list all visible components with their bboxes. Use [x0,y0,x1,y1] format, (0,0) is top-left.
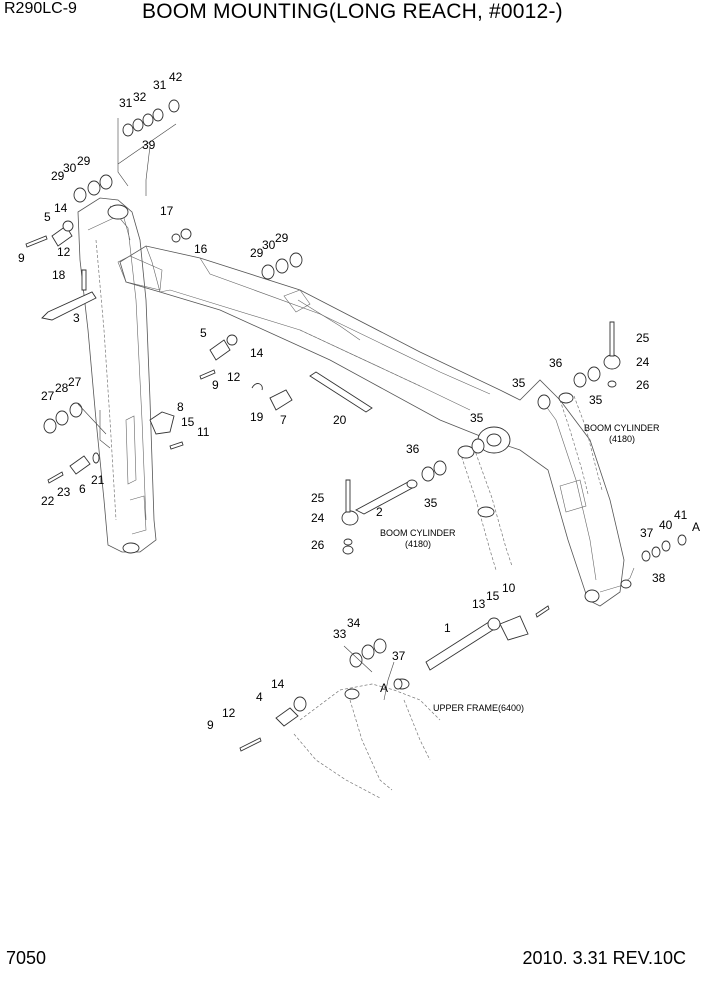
page-title: BOOM MOUNTING(LONG REACH, #0012-) [142,0,563,23]
callout: 25 [311,491,325,505]
callout-numbers: 31 32 31 42 39 29 30 29 5 14 9 12 18 3 1… [18,70,688,732]
callout: 16 [194,242,208,256]
callout: 30 [262,238,276,252]
callout: 25 [636,331,650,345]
callout: 31 [153,78,167,92]
callout: 29 [250,246,264,260]
callout: 5 [200,326,207,340]
callout: 5 [44,210,51,224]
model-label: R290LC-9 [4,0,77,17]
callout: 37 [640,526,654,540]
callout: 14 [271,677,285,691]
upper-frame [293,678,441,799]
callout: 35 [589,393,603,407]
diagram-notes: BOOM CYLINDER (4180) BOOM CYLINDER (4180… [380,423,700,713]
callout: 3 [73,311,80,325]
callout: 31 [119,96,133,110]
callout: 34 [347,616,361,630]
callout: 10 [502,581,516,595]
note-boom-cylinder-right-code: (4180) [609,434,635,444]
callout: 1 [444,621,451,635]
boom-cylinder-center [457,445,513,571]
callout: 26 [636,378,650,392]
callout: 14 [250,346,264,360]
note-boom-cylinder-center: BOOM CYLINDER [380,528,456,538]
pins [41,225,529,727]
callout: 17 [160,204,174,218]
callout: 6 [79,482,86,496]
note-boom-cylinder-right: BOOM CYLINDER [584,423,660,433]
callout: 35 [470,411,484,425]
callout: 11 [197,425,210,439]
callout: 2 [376,505,383,519]
callout: 35 [424,496,438,510]
callout: 24 [311,511,325,525]
callout: 14 [54,201,68,215]
callout: 15 [486,589,500,603]
callout: 18 [52,268,66,282]
callout: 27 [68,375,82,389]
note-boom-cylinder-center-code: (4180) [405,539,431,549]
callout: 30 [63,161,77,175]
callout: 7 [280,413,287,427]
callout: 12 [222,706,236,720]
boom-horizontal [117,245,635,607]
callout: 13 [472,597,486,611]
callout: 29 [51,169,65,183]
callout: 24 [636,355,650,369]
callout: 41 [674,508,688,522]
ref-a-lower: A [380,681,388,695]
callout: 33 [333,627,347,641]
bolts [25,235,615,752]
boom-cylinder-right [558,392,603,495]
callout: 19 [250,410,264,424]
callout: 29 [77,154,91,168]
boom-vertical-arm [77,197,157,554]
callout: 39 [142,138,156,152]
callout: 37 [392,649,406,663]
callout: 15 [181,415,195,429]
callout: 42 [169,70,183,84]
callout: 29 [275,231,289,245]
callout: 28 [55,381,69,395]
callout: 36 [406,442,420,456]
washers [43,99,687,712]
callout: 12 [227,370,241,384]
callout: 9 [212,378,219,392]
callout: 20 [333,413,347,427]
note-upper-frame: UPPER FRAME(6400) [433,703,524,713]
callout: 35 [512,376,526,390]
callout: 8 [177,400,184,414]
callout: 40 [659,518,673,532]
revision-label: 2010. 3.31 REV.10C [522,948,686,968]
page-number: 7050 [6,948,47,968]
callout: 9 [18,251,25,265]
callout: 12 [57,245,71,259]
callout: 9 [207,718,214,732]
callout: 4 [256,690,263,704]
callout: 32 [133,90,147,104]
callout: 23 [57,485,71,499]
callout: 38 [652,571,666,585]
callout: 22 [41,494,55,508]
leader-lines [77,118,395,701]
callout: 36 [549,356,563,370]
ref-a-right: A [692,520,700,534]
callout: 26 [311,538,325,552]
callout: 27 [41,389,55,403]
callout: 21 [91,473,105,487]
